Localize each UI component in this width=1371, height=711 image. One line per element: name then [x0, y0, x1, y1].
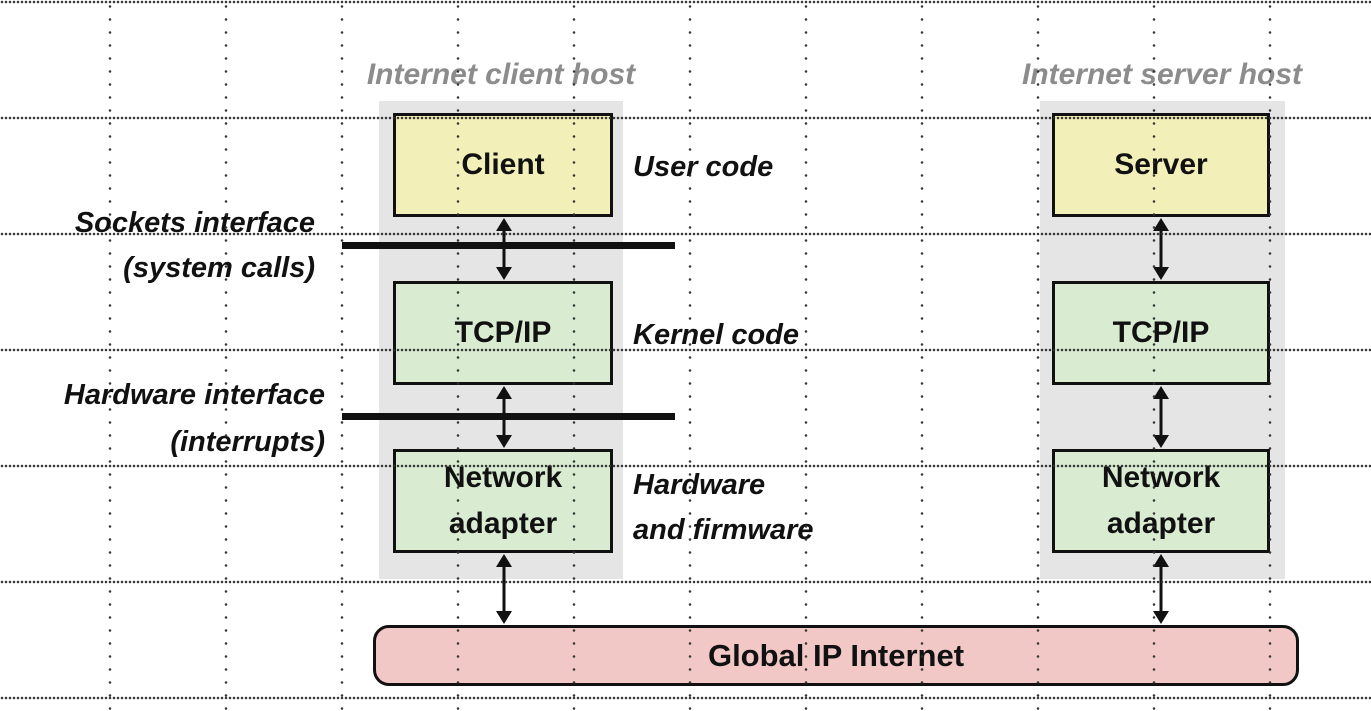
arrow-up-icon — [1153, 554, 1169, 567]
client-network-adapter-box: Network adapter — [393, 449, 613, 553]
client-host-title: Internet client host — [366, 58, 636, 91]
client-tcpip-box: TCP/IP — [393, 281, 613, 385]
arrow-shaft — [502, 563, 506, 615]
server-sockets-arrow — [1152, 218, 1170, 280]
server-internet-arrow — [1152, 554, 1170, 624]
server-network-adapter-box: Network adapter — [1052, 449, 1270, 553]
server-box: Server — [1052, 113, 1270, 217]
client-internet-arrow — [495, 554, 513, 624]
arrow-down-icon — [496, 267, 512, 280]
arrow-down-icon — [496, 435, 512, 448]
sockets-interface-label-line2: (system calls) — [123, 252, 315, 284]
hardware-firmware-label: Hardware and firmware — [633, 463, 814, 553]
arrow-up-icon — [1153, 218, 1169, 231]
server-tcpip-box: TCP/IP — [1052, 281, 1270, 385]
arrow-up-icon — [496, 554, 512, 567]
server-host-title: Internet server host — [1021, 58, 1303, 91]
arrow-down-icon — [496, 611, 512, 624]
hardware-interface-label-line1: Hardware interface — [63, 379, 325, 411]
arrow-down-icon — [1153, 611, 1169, 624]
client-box: Client — [393, 113, 613, 217]
hardware-firmware-label-line2: and firmware — [633, 514, 814, 546]
client-sockets-arrow — [495, 218, 513, 280]
arrow-up-icon — [496, 386, 512, 399]
arrow-up-icon — [496, 218, 512, 231]
global-ip-internet-box: Global IP Internet — [373, 625, 1299, 686]
hardware-firmware-label-line1: Hardware — [633, 469, 766, 501]
arrow-shaft — [502, 227, 506, 271]
hardware-interface-label: Hardware interface (interrupts) — [0, 372, 325, 466]
arrow-shaft — [1159, 227, 1163, 271]
sockets-interface-label: Sockets interface (system calls) — [0, 201, 315, 291]
arrow-down-icon — [1153, 267, 1169, 280]
user-code-label: User code — [633, 151, 774, 183]
client-hardware-arrow — [495, 386, 513, 448]
arrow-shaft — [1159, 563, 1163, 615]
arrow-shaft — [1159, 395, 1163, 439]
arrow-up-icon — [1153, 386, 1169, 399]
arrow-down-icon — [1153, 435, 1169, 448]
server-hardware-arrow — [1152, 386, 1170, 448]
sockets-interface-label-line1: Sockets interface — [74, 207, 315, 239]
arrow-shaft — [502, 395, 506, 439]
kernel-code-label: Kernel code — [633, 319, 799, 351]
hardware-interface-label-line2: (interrupts) — [170, 426, 325, 458]
